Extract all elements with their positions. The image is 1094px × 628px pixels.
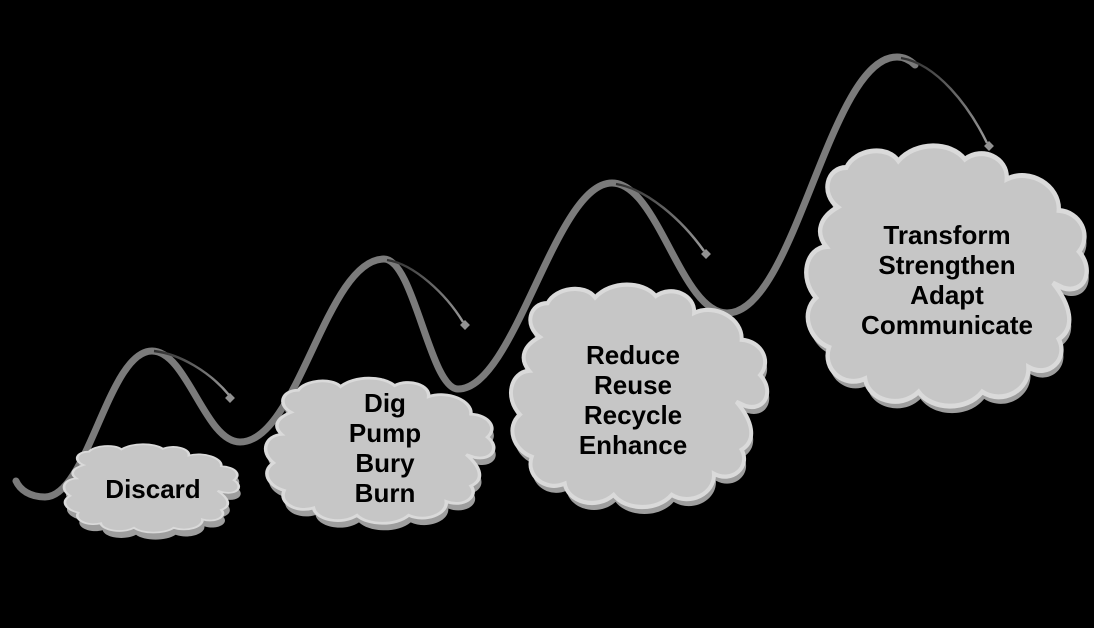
arrow-tip-1 xyxy=(225,393,235,403)
flow-arrow-3 xyxy=(615,182,705,252)
cloud-label-line: Reuse xyxy=(593,370,673,400)
cloud-label-3: Reduce Reuse Recycle Enhance xyxy=(579,340,687,460)
cloud-label-line: Reduce xyxy=(586,340,680,370)
cloud-label-line: Discard xyxy=(105,474,201,504)
cloud-label-1: Discard xyxy=(105,474,200,504)
cloud-label-line: Transform xyxy=(883,220,1011,250)
flow-arrow-2 xyxy=(386,258,465,323)
arrow-tip-2 xyxy=(460,320,470,330)
wave-line xyxy=(12,53,919,501)
cloud-label-2: Dig Pump Bury Burn xyxy=(349,388,421,508)
cloud-label-line: Dig xyxy=(364,388,406,418)
flow-arrow-4 xyxy=(900,56,989,144)
cloud-label-line: Bury xyxy=(355,448,415,478)
flow-arrows xyxy=(153,56,994,403)
cloud-label-line: Burn xyxy=(354,478,416,508)
cloud-label-line: Pump xyxy=(348,418,422,448)
arrow-tip-4 xyxy=(984,141,994,151)
cloud-label-line: Communicate xyxy=(861,310,1033,340)
cloud-label-line: Enhance xyxy=(578,430,688,460)
cloud-label-line: Strengthen xyxy=(878,250,1016,280)
cloud-label-line: Adapt xyxy=(910,280,984,310)
cloud-label-4: Transform Strengthen Adapt Communicate xyxy=(861,220,1033,340)
arrow-tip-3 xyxy=(701,249,711,259)
flow-arrow-1 xyxy=(153,349,230,396)
cloud-label-line: Recycle xyxy=(583,400,683,430)
